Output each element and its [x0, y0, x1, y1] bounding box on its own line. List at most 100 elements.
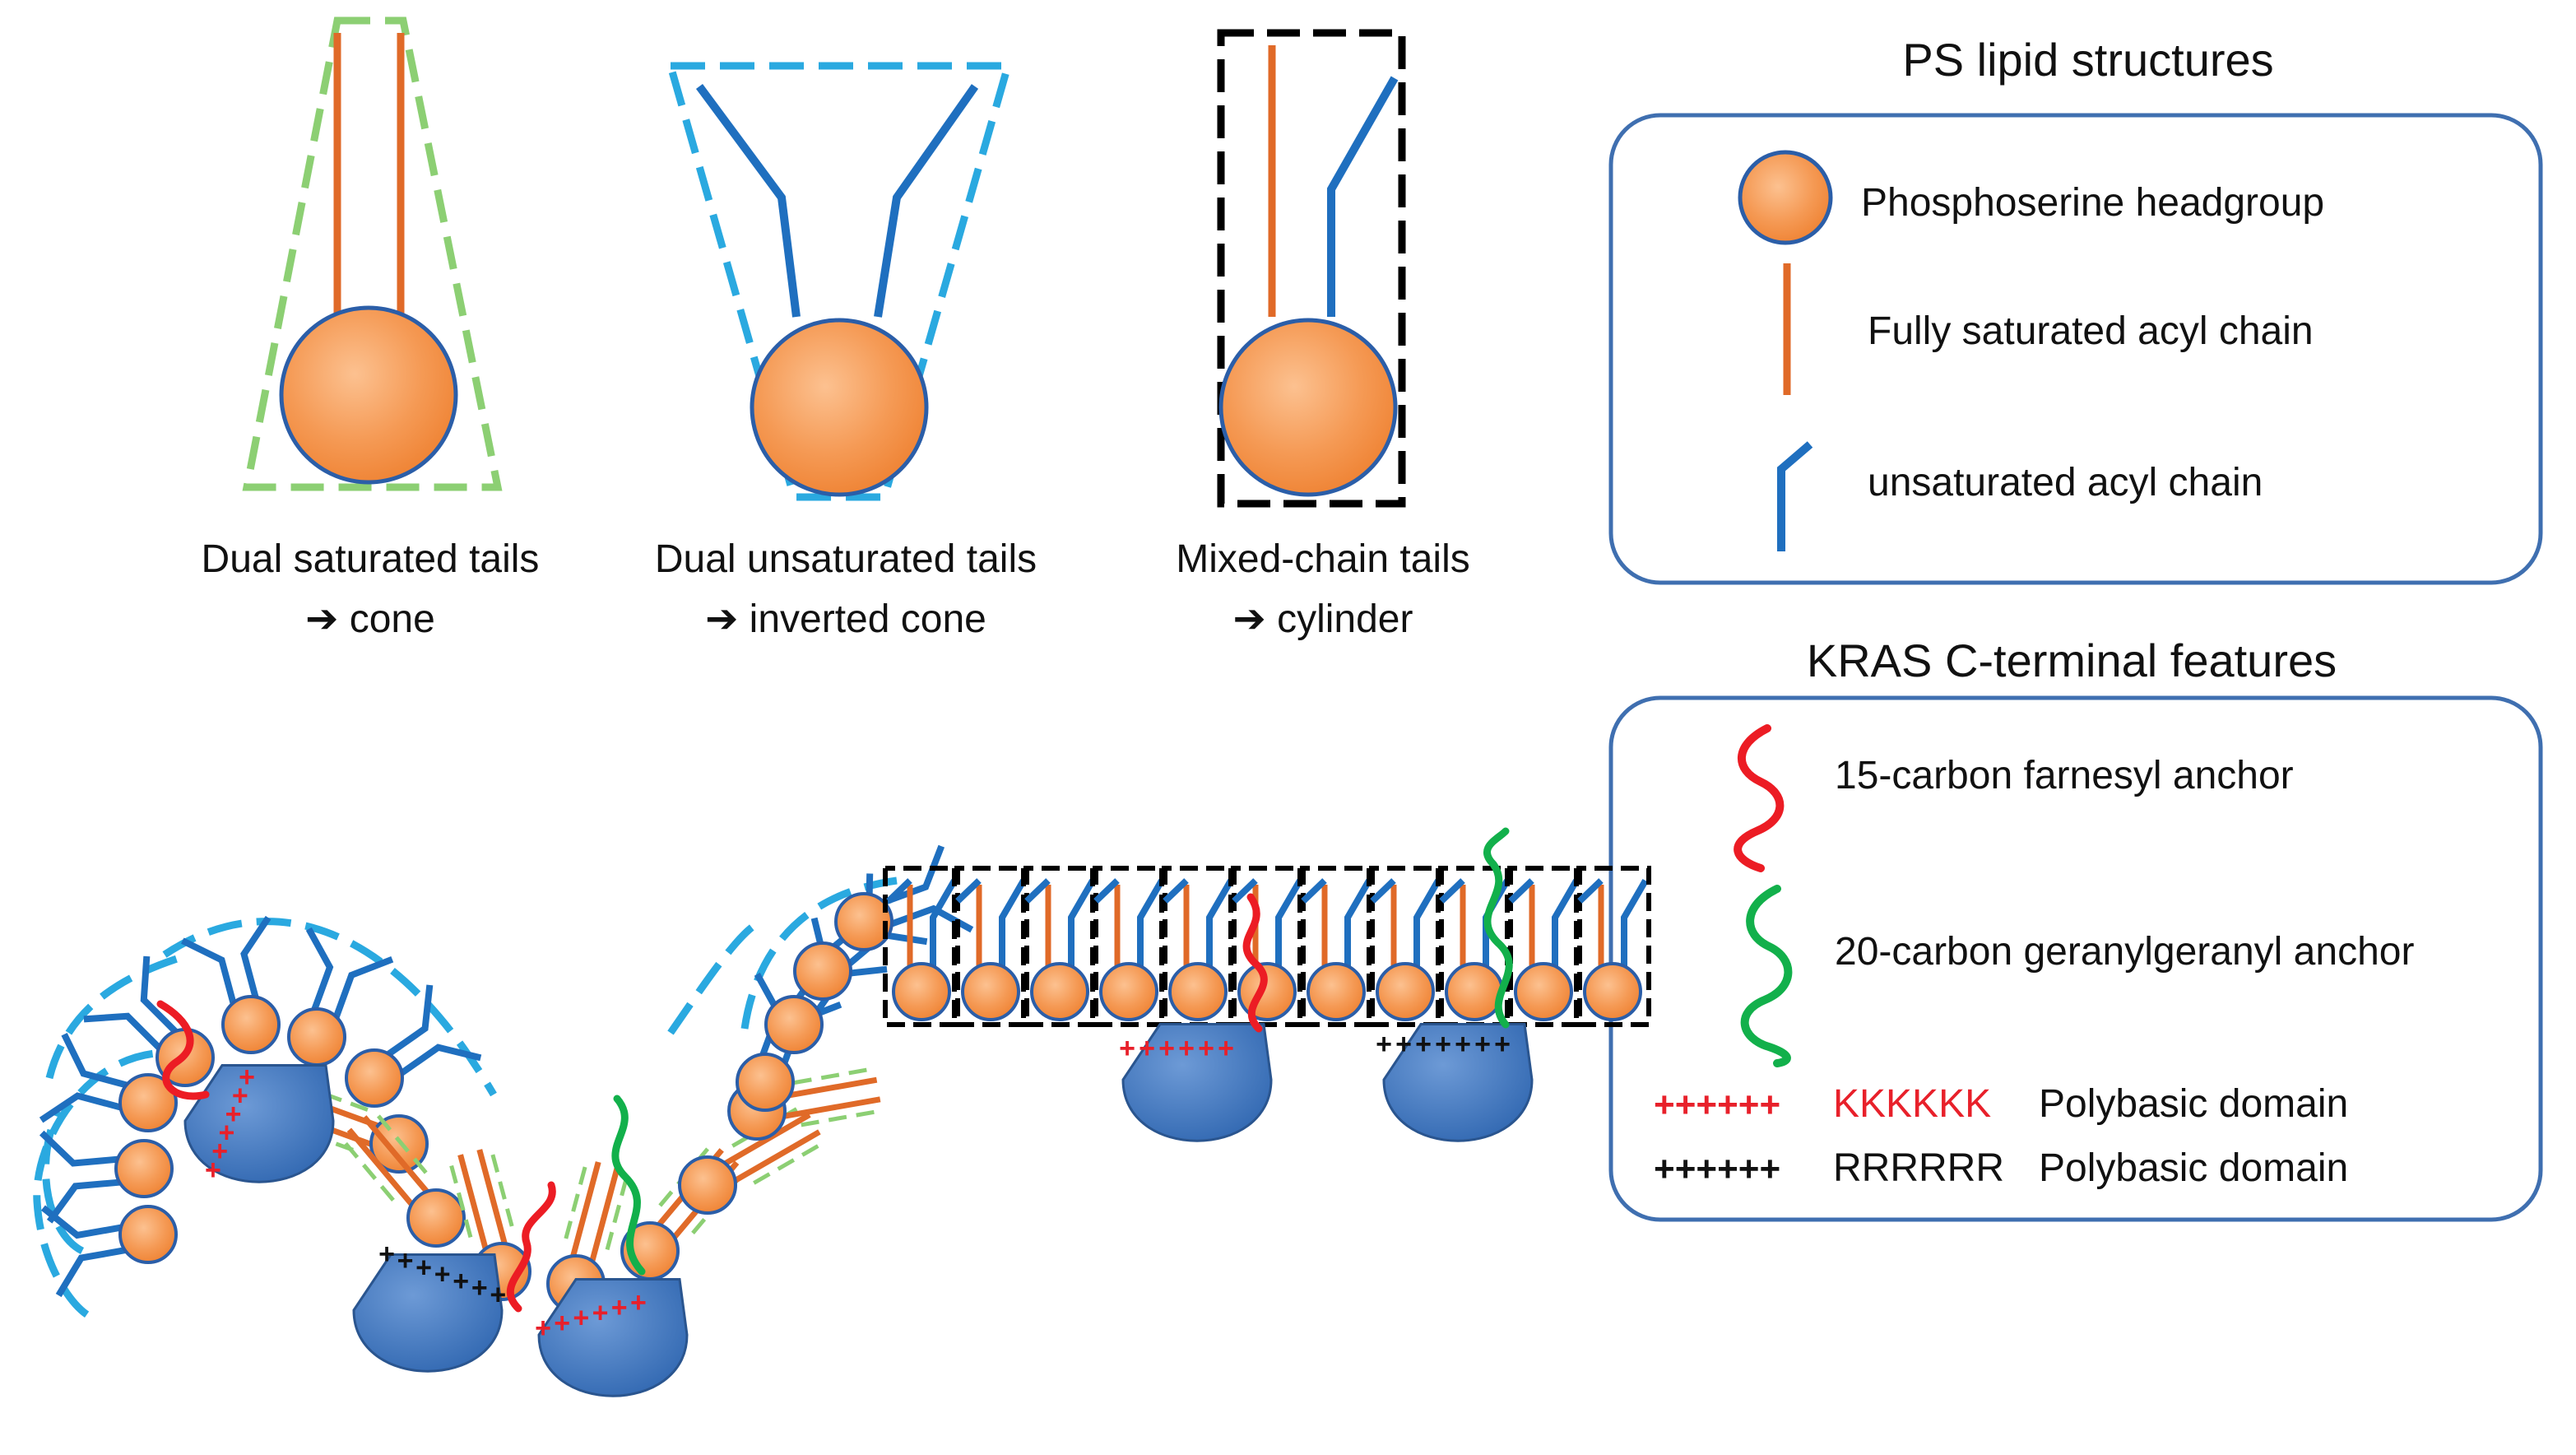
- kkkkkk-plus: +: [630, 1287, 647, 1318]
- membrane-headgroup: [406, 1188, 466, 1248]
- membrane-headgroup: [369, 1114, 429, 1174]
- cone-outline: [801, 1109, 879, 1127]
- unsaturated-tail: [399, 1044, 482, 1076]
- unsaturated-tail: [999, 878, 1027, 967]
- legend-ps-item-2: unsaturated acyl chain: [1868, 461, 2263, 504]
- kkkkkk-plus: +: [218, 1118, 234, 1149]
- unsaturated-tail: [1093, 878, 1120, 904]
- unsaturated-tail: [46, 1178, 121, 1224]
- legend-kras-item-3-label: Polybasic domain: [2039, 1146, 2348, 1190]
- kkkkkk-plus: +: [1178, 1033, 1195, 1064]
- cylinder-label-line2: ➔ cylinder: [1233, 597, 1413, 641]
- headgroup-icon: [1738, 150, 1833, 245]
- cone-outline: [564, 1162, 588, 1239]
- kkkkkk-plus: +: [1119, 1033, 1135, 1064]
- unsaturated-tail: [240, 915, 272, 999]
- unsaturated-tail: [1577, 878, 1604, 904]
- membrane-headgroup: [834, 892, 893, 951]
- membrane-headgroup: [1237, 962, 1297, 1021]
- rrrrrr-plus: +: [378, 1239, 395, 1270]
- unsaturated-tail: [930, 878, 958, 967]
- saturated-tail: [782, 1096, 881, 1120]
- legend-ps-title: PS lipid structures: [1902, 34, 2273, 86]
- kkkkkk-plus: +: [239, 1062, 255, 1093]
- membrane-headgroup: [1376, 962, 1435, 1021]
- cylinder-outline: [1574, 866, 1651, 1027]
- legend-kras-item-1: 20-carbon geranylgeranyl anchor: [1835, 930, 2414, 974]
- rrrrrr-plus: +: [1376, 1029, 1392, 1060]
- membrane-headgroup: [221, 995, 281, 1054]
- kkkkkk-plus: +: [205, 1155, 221, 1186]
- unsaturated-tail: [1024, 878, 1051, 904]
- saturated-tail: [588, 1166, 620, 1264]
- kkkkkk-plus: +: [1198, 1033, 1214, 1064]
- kras-protein: [1382, 1023, 1534, 1142]
- unsaturated-tail: [1275, 878, 1303, 967]
- membrane-headgroup: [118, 1073, 178, 1132]
- rrrrrr-plus: +: [415, 1252, 432, 1283]
- unsaturated-tail: [1552, 878, 1580, 967]
- plus-black-icon: ++++++: [1654, 1149, 1780, 1189]
- kkkkkk-plus: +: [232, 1081, 248, 1112]
- unsaturated-chain-icon: [1777, 441, 1813, 551]
- membrane-headgroup: [1168, 962, 1228, 1021]
- saturated-tail: [722, 1112, 811, 1167]
- saturated-tail: [457, 1154, 490, 1252]
- cone-shape: [242, 16, 503, 491]
- inverted-cone-shape: [666, 62, 1013, 501]
- plus-red-icon: ++++++: [1654, 1085, 1780, 1125]
- inverted-cone-outline: [33, 1048, 203, 1321]
- unsaturated-tail: [1232, 878, 1258, 904]
- unsaturated-tail: [83, 1012, 162, 1051]
- geranylgeranyl-anchor-icon: [1740, 885, 1793, 1067]
- legend-kras-item-3-code: RRRRRR: [1833, 1146, 2004, 1190]
- unsaturated-tail: [61, 1033, 128, 1089]
- kkkkkk-plus: +: [611, 1292, 628, 1323]
- rrrrrr-plus: +: [1395, 1029, 1412, 1060]
- membrane-headgroup: [736, 1053, 795, 1112]
- cone-outline: [753, 1141, 823, 1185]
- membrane-headgroup: [892, 962, 951, 1021]
- cone-outline: [490, 1150, 514, 1227]
- membrane-headgroup: [287, 1007, 346, 1067]
- unsaturated-tail: [181, 937, 237, 1005]
- rrrrrr-plus: +: [453, 1266, 469, 1297]
- saturated-tail: [362, 1115, 430, 1195]
- unsaturated-tail: [39, 1130, 119, 1167]
- saturated-tail: [569, 1161, 601, 1258]
- farnesyl-anchor: [156, 1000, 210, 1100]
- rrrrrr-plus: +: [1455, 1029, 1471, 1060]
- cone-outline: [793, 1067, 871, 1085]
- membrane-headgroup: [764, 995, 824, 1054]
- inverted-cone-outline: [162, 918, 497, 1097]
- membrane-headgroup: [1030, 962, 1089, 1021]
- rrrrrr-plus: +: [471, 1272, 488, 1304]
- legend-kras-item-0: 15-carbon farnesyl anchor: [1835, 754, 2294, 797]
- legend-ps-box: [1608, 113, 2543, 585]
- legend-kras-item-2-label: Polybasic domain: [2039, 1082, 2348, 1126]
- kkkkkk-plus: +: [554, 1308, 570, 1339]
- membrane-headgroup: [1099, 962, 1158, 1021]
- unsaturated-tail: [305, 927, 334, 1011]
- unsaturated-tail: [55, 1247, 127, 1298]
- unsaturated-tail: [332, 955, 394, 1019]
- kras-protein: [352, 1253, 504, 1373]
- unsaturated-tail: [1621, 878, 1649, 967]
- membrane-headgroup: [114, 1139, 174, 1198]
- kkkkkk-plus: +: [211, 1136, 228, 1167]
- farnesyl-anchor: [1242, 893, 1268, 1033]
- inverted-cone-label-line1: Dual unsaturated tails: [655, 537, 1037, 581]
- unsaturated-tail: [1439, 878, 1465, 904]
- cone-outline: [341, 1139, 395, 1202]
- cone-outline: [605, 1174, 630, 1251]
- cylinder-label-line1: Mixed-chain tails: [1176, 537, 1469, 581]
- unsaturated-tail: [140, 955, 179, 1034]
- cone-outline: [448, 1161, 473, 1239]
- rrrrrr-plus: +: [490, 1279, 506, 1310]
- kkkkkk-plus: +: [1218, 1033, 1234, 1064]
- rrrrrr-plus: +: [1415, 1029, 1432, 1060]
- unsaturated-tail: [886, 878, 912, 904]
- kras-proteins: ++++++++++++++++++++++++++++++++: [156, 827, 1534, 1397]
- kkkkkk-plus: +: [573, 1303, 589, 1334]
